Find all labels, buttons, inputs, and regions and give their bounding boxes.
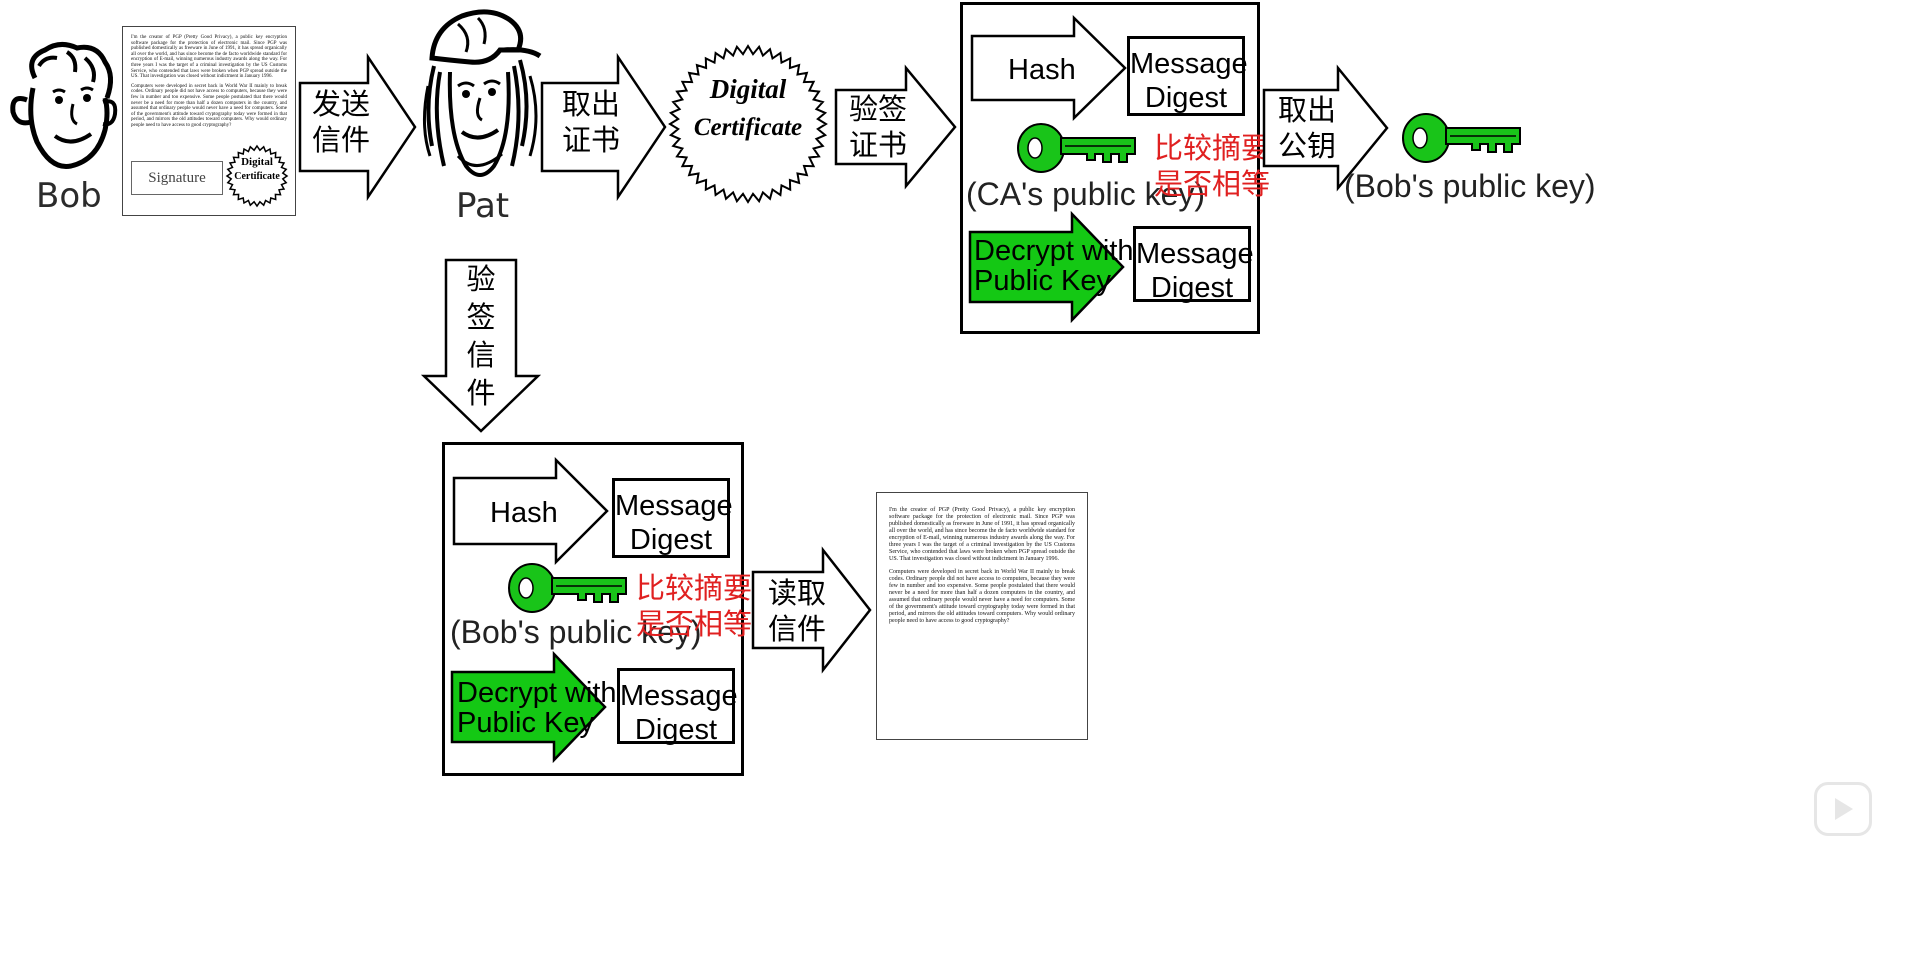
read-letter-arrow: [751, 546, 872, 674]
verify-cert-arrow: [834, 64, 957, 190]
verify-letter-arrow: [420, 258, 542, 433]
bob-public-key-caption: (Bob's public key): [1344, 168, 1596, 204]
bob-label: Bob: [36, 176, 102, 216]
letter-paragraph: I'm the creator of PGP (Pretty Good Priv…: [131, 35, 287, 80]
compare-digest-text: 比较摘要是否相等: [1154, 131, 1271, 201]
small-seal-text-2: Certificate: [234, 171, 280, 182]
play-button-icon[interactable]: [1814, 782, 1872, 836]
pat-label: Pat: [456, 186, 510, 226]
verify-letter-text: 验 签 信 件: [466, 262, 496, 410]
pat-face-icon: [422, 9, 542, 177]
key-icon: [1402, 113, 1521, 163]
small-seal-icon: [225, 144, 289, 208]
send-letter-arrow: [298, 52, 417, 202]
letter-paragraph: Computers were developed in secret back …: [131, 83, 287, 128]
small-seal-text-1: Digital: [241, 156, 273, 168]
decrypt-arrow: [450, 650, 607, 764]
take-cert-text: 取出证书: [561, 87, 620, 157]
take-pubkey-text: 取出公钥: [1277, 93, 1336, 163]
letter-paragraph: I'm the creator of PGP (Pretty Good Priv…: [889, 507, 1075, 562]
key-icon: [508, 563, 627, 613]
digital-certificate-seal-icon: [668, 44, 828, 204]
big-seal-text-2: Certificate: [693, 114, 803, 141]
read-letter-text: 读取信件: [767, 576, 826, 646]
hash-label: Hash: [1008, 54, 1076, 86]
final-letter: I'm the creator of PGP (Pretty Good Priv…: [876, 492, 1088, 740]
take-cert-arrow: [540, 52, 667, 202]
hash-label: Hash: [490, 497, 558, 529]
verify-cert-text: 验签证书: [848, 92, 907, 162]
bob-face-icon: [10, 42, 118, 169]
signature-box: Signature: [131, 161, 223, 195]
hash-arrow: [452, 456, 609, 566]
bob-public-key-caption: (Bob's public key): [450, 614, 702, 650]
key-icon: [1017, 123, 1136, 173]
letter-paragraph: Computers were developed in secret back …: [889, 569, 1075, 624]
ca-public-key-caption: (CA's public key): [966, 176, 1206, 212]
hash-arrow: [970, 15, 1127, 121]
big-seal-text-1: Digital: [709, 74, 787, 104]
send-letter-text: 发送信件: [311, 87, 370, 157]
decrypt-arrow: [968, 210, 1125, 324]
compare-digest-text: 比较摘要是否相等: [636, 571, 753, 641]
take-pubkey-arrow: [1262, 64, 1389, 192]
